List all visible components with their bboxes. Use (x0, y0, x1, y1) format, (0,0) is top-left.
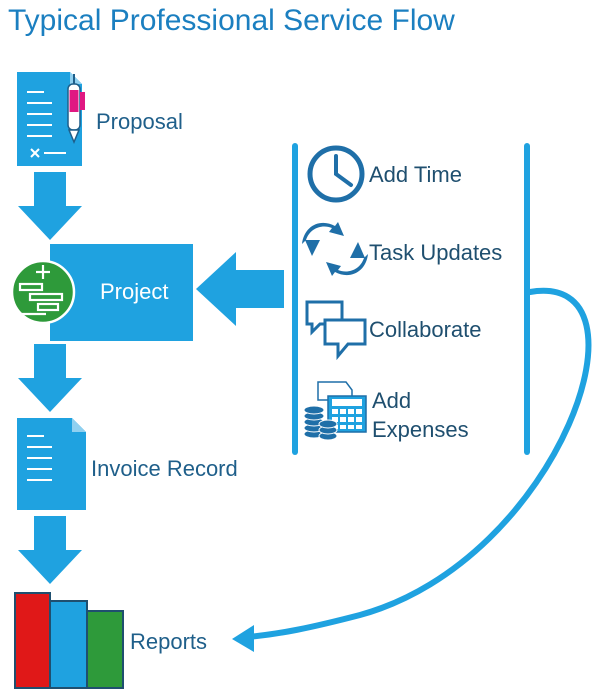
task-updates-label: Task Updates (369, 240, 503, 265)
arrow-invoice-to-reports (18, 516, 82, 584)
arrow-activities-to-project (196, 252, 284, 326)
clock-icon (307, 145, 365, 203)
invoice-record-label: Invoice Record (91, 456, 238, 481)
collaborate-label: Collaborate (369, 317, 482, 342)
invoice-document-icon (17, 418, 86, 510)
arrow-activities-to-reports (232, 287, 592, 652)
reports-label: Reports (130, 629, 208, 654)
project-gantt-icon (10, 259, 76, 325)
add-expenses-label-line2: Expenses (372, 417, 469, 442)
diagram-title: Typical Professional Service Flow (8, 4, 455, 37)
chat-bubbles-icon (305, 300, 367, 361)
refresh-arrows-icon (302, 222, 368, 276)
add-time-label: Add Time (369, 162, 462, 187)
project-label: Project (100, 279, 169, 304)
reports-bar-chart-icon (14, 592, 124, 689)
pen-icon (67, 74, 85, 144)
expenses-icon (303, 381, 367, 441)
proposal-document-icon (17, 72, 85, 166)
add-expenses-label-line1: Add (372, 388, 412, 413)
arrow-proposal-to-project (18, 172, 82, 240)
activity-bracket (292, 143, 530, 455)
arrow-project-to-invoice (18, 344, 82, 412)
proposal-label: Proposal (96, 109, 183, 134)
